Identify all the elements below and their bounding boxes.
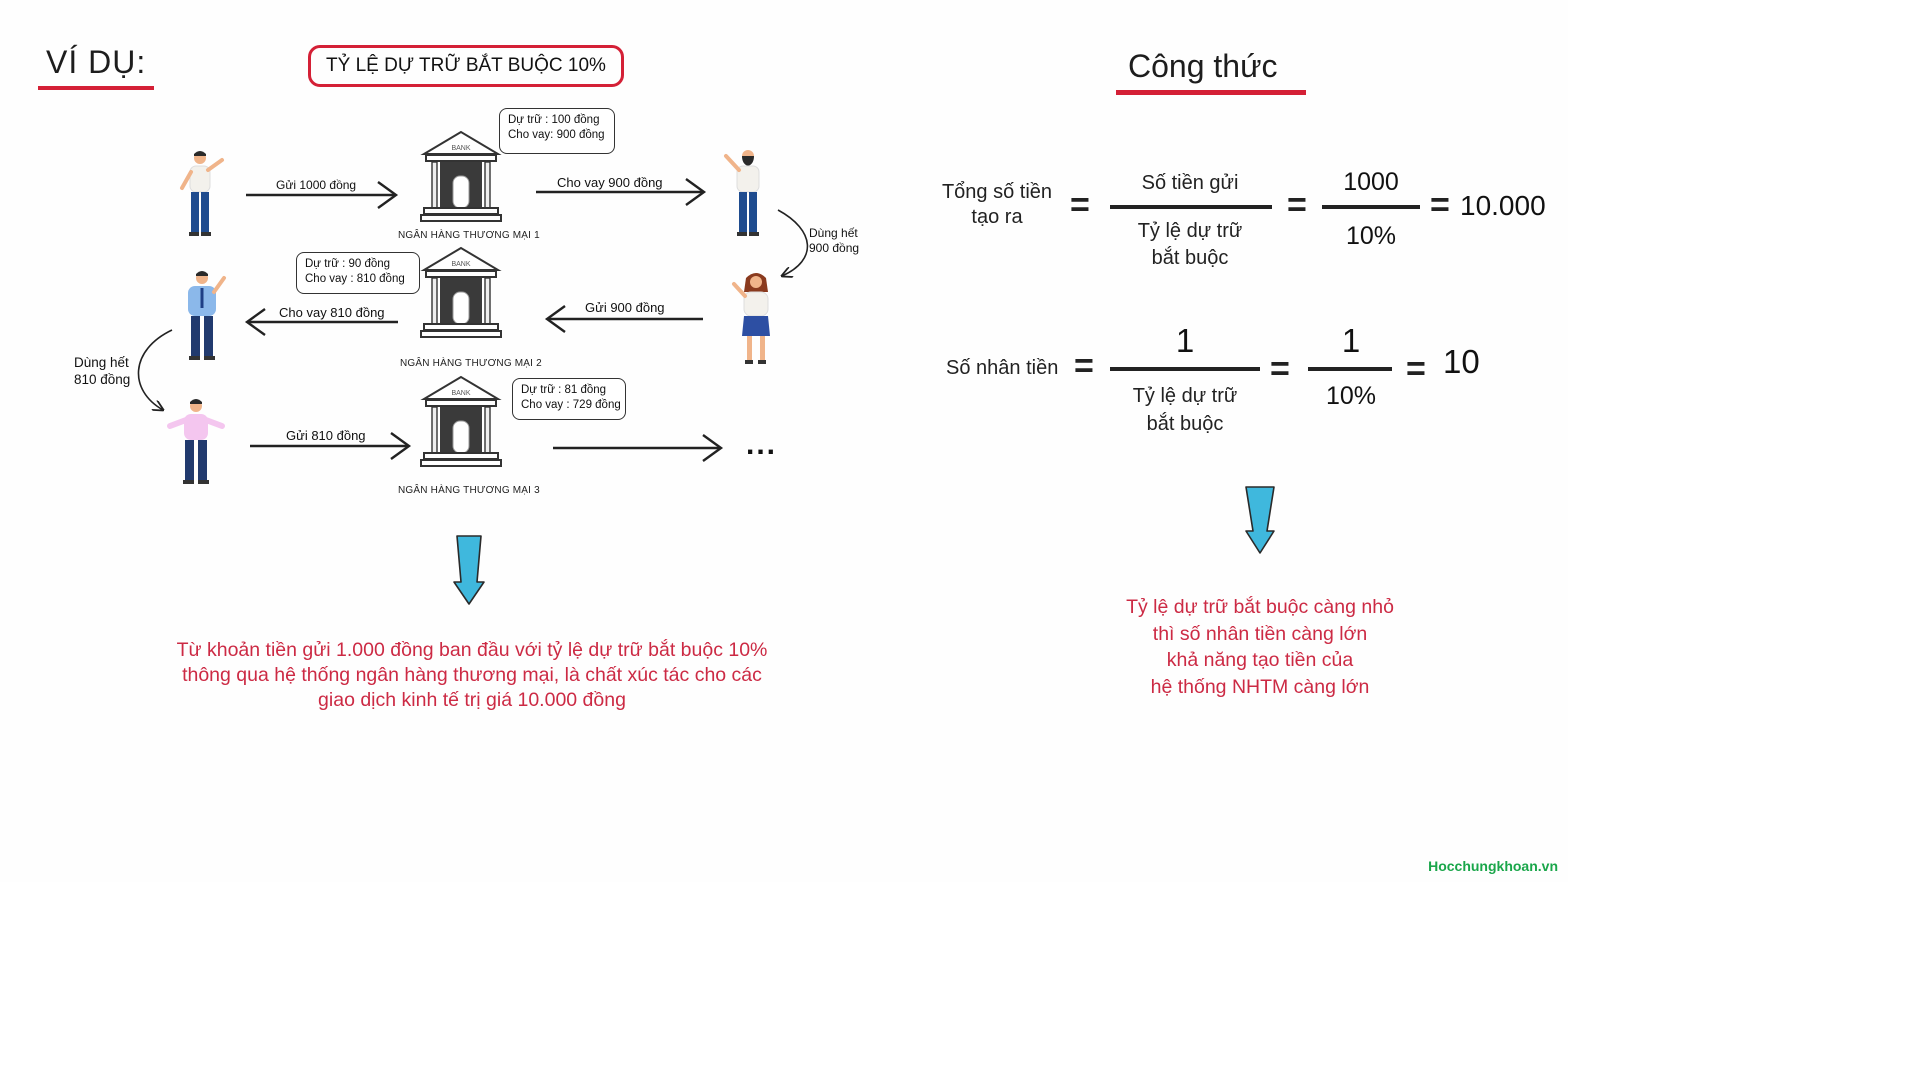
label-deposit-2: Gửi 900 đồng xyxy=(585,300,665,315)
arrow-spent-1 xyxy=(777,209,809,276)
arrow-deposit-2 xyxy=(544,305,703,333)
label-spent-1: Dùng hết 900 đồng xyxy=(809,226,859,256)
bank-1-icon: BANK xyxy=(420,130,502,222)
bank-1-reserve: Dự trữ : 100 đồng xyxy=(508,114,600,126)
f2-fraction-bar-2 xyxy=(1308,367,1392,371)
f2-den1-line2: bắt buộc xyxy=(1146,413,1224,435)
person-borrower-1-icon xyxy=(724,150,760,236)
arrow-deposit-3 xyxy=(250,432,412,460)
person-borrower-2-icon xyxy=(188,271,226,360)
reserve-rule-box: TỶ LỆ DỰ TRỮ BẮT BUỘC 10% xyxy=(308,45,624,87)
label-spent-2-line1: Dùng hết xyxy=(74,355,129,370)
f2-denominator-1: Tỷ lệ dự trữ bắt buộc xyxy=(1110,382,1260,438)
f1-denominator-2: 10% xyxy=(1345,222,1397,250)
person-depositor-3-icon xyxy=(167,399,225,484)
svg-text:BANK: BANK xyxy=(451,390,470,397)
f2-result: 10 xyxy=(1443,343,1480,380)
bank-2-name: NGÂN HÀNG THƯƠNG MẠI 2 xyxy=(400,358,542,369)
down-arrow-left-icon xyxy=(453,535,485,605)
bank-2-bubble: Dự trữ : 90 đồng Cho vay : 810 đồng xyxy=(296,252,420,294)
formula-conclusion-line4: hệ thống NHTM càng lớn xyxy=(1150,675,1370,698)
label-loan-1: Cho vay 900 đồng xyxy=(557,175,663,190)
f1-result: 10.000 xyxy=(1460,190,1546,221)
formula-conclusion-line2: thì số nhân tiền càng lớn xyxy=(1152,622,1368,645)
f2-fraction-bar-1 xyxy=(1110,367,1260,371)
example-conclusion: Từ khoản tiền gửi 1.000 đồng ban đầu với… xyxy=(116,638,828,713)
arrow-spent-2 xyxy=(137,329,173,410)
slide: VÍ DỤ: TỶ LỆ DỰ TRỮ BẮT BUỘC 10% xyxy=(38,44,1558,874)
f1-fraction-bar-1 xyxy=(1110,205,1272,209)
f2-eq-1: = xyxy=(1074,347,1094,385)
f2-lhs: Số nhân tiền xyxy=(946,357,1059,379)
example-title: VÍ DỤ: xyxy=(46,44,147,80)
bank-3-name: NGÂN HÀNG THƯƠNG MẠI 3 xyxy=(398,485,540,496)
svg-text:BANK: BANK xyxy=(451,261,470,268)
f1-fraction-bar-2 xyxy=(1322,205,1420,209)
formula-title: Công thức xyxy=(1128,48,1278,84)
label-spent-1-line1: Dùng hết xyxy=(809,226,858,240)
example-conclusion-line3: giao dịch kinh tế trị giá 10.000 đồng xyxy=(318,689,626,711)
bank-3-loan: Cho vay : 729 đồng xyxy=(521,399,621,411)
f1-numerator-1: Số tiền gửi xyxy=(1141,172,1239,194)
reserve-rule-text: TỶ LỆ DỰ TRỮ BẮT BUỘC 10% xyxy=(326,55,606,76)
f1-numerator-2: 1000 xyxy=(1343,168,1399,196)
f2-numerator-2: 1 xyxy=(1341,322,1361,359)
label-loan-2: Cho vay 810 đồng xyxy=(279,305,385,320)
svg-text:BANK: BANK xyxy=(451,145,470,152)
label-spent-1-line2: 900 đồng xyxy=(809,241,860,255)
example-conclusion-line2: thông qua hệ thống ngân hàng thương mại,… xyxy=(182,664,762,686)
f1-eq-2: = xyxy=(1287,186,1307,224)
f1-lhs: Tổng số tiền tạo ra xyxy=(930,180,1064,230)
arrow-loan-1 xyxy=(536,178,707,206)
down-arrow-right-icon xyxy=(1245,486,1275,554)
f1-eq-3: = xyxy=(1430,186,1450,224)
example-title-underline xyxy=(38,86,154,90)
label-spent-2: Dùng hết 810 đồng xyxy=(74,354,130,388)
formula-conclusion-line1: Tỷ lệ dự trữ bắt buộc càng nhỏ xyxy=(1126,596,1394,618)
formula-title-underline xyxy=(1116,90,1306,95)
f2-numerator-1: 1 xyxy=(1175,322,1195,359)
formula-conclusion-line3: khả năng tạo tiền của xyxy=(1166,649,1354,671)
arrow-continue xyxy=(553,434,724,462)
bank-2-loan: Cho vay : 810 đồng xyxy=(305,273,405,285)
bank-3-reserve: Dự trữ : 81 đồng xyxy=(521,384,607,396)
arrow-loan-2 xyxy=(244,308,398,336)
f2-eq-3: = xyxy=(1406,350,1426,388)
f2-den1-line1: Tỷ lệ dự trữ xyxy=(1132,385,1238,407)
f2-denominator-2: 10% xyxy=(1325,382,1377,410)
label-spent-2-line2: 810 đồng xyxy=(74,372,131,387)
watermark: Hocchungkhoan.vn xyxy=(1428,858,1558,874)
continuation-ellipsis: ... xyxy=(746,428,778,461)
bank-1-bubble: Dự trữ : 100 đồng Cho vay: 900 đồng xyxy=(499,108,615,154)
formula-conclusion: Tỷ lệ dự trữ bắt buộc càng nhỏ thì số nh… xyxy=(1080,594,1440,700)
f1-den1-line1: Tỷ lệ dự trữ xyxy=(1137,220,1243,242)
f1-lhs-line1: Tổng số tiền xyxy=(941,181,1053,203)
f1-lhs-line2: tạo ra xyxy=(971,206,1023,228)
bank-1-loan: Cho vay: 900 đồng xyxy=(508,129,605,141)
arrow-deposit-1 xyxy=(246,181,399,209)
example-conclusion-line1: Từ khoản tiền gửi 1.000 đồng ban đầu với… xyxy=(176,639,768,661)
person-depositor-1-icon xyxy=(180,151,224,236)
label-deposit-1: Gửi 1000 đồng xyxy=(276,178,357,192)
bank-3-icon: BANK xyxy=(420,375,502,467)
bank-3-bubble: Dự trữ : 81 đồng Cho vay : 729 đồng xyxy=(512,378,626,420)
f1-denominator-1: Tỷ lệ dự trữ bắt buộc xyxy=(1110,218,1270,272)
bank-2-icon: BANK xyxy=(420,246,502,338)
bank-2-reserve: Dự trữ : 90 đồng xyxy=(305,258,391,270)
person-depositor-2-icon xyxy=(732,273,770,364)
bank-1-name: NGÂN HÀNG THƯƠNG MẠI 1 xyxy=(398,230,540,241)
f2-eq-2: = xyxy=(1270,350,1290,388)
f1-eq-1: = xyxy=(1070,186,1090,224)
f1-den1-line2: bắt buộc xyxy=(1151,247,1229,269)
flow-arrows xyxy=(137,178,809,462)
label-deposit-3: Gửi 810 đồng xyxy=(286,428,366,443)
